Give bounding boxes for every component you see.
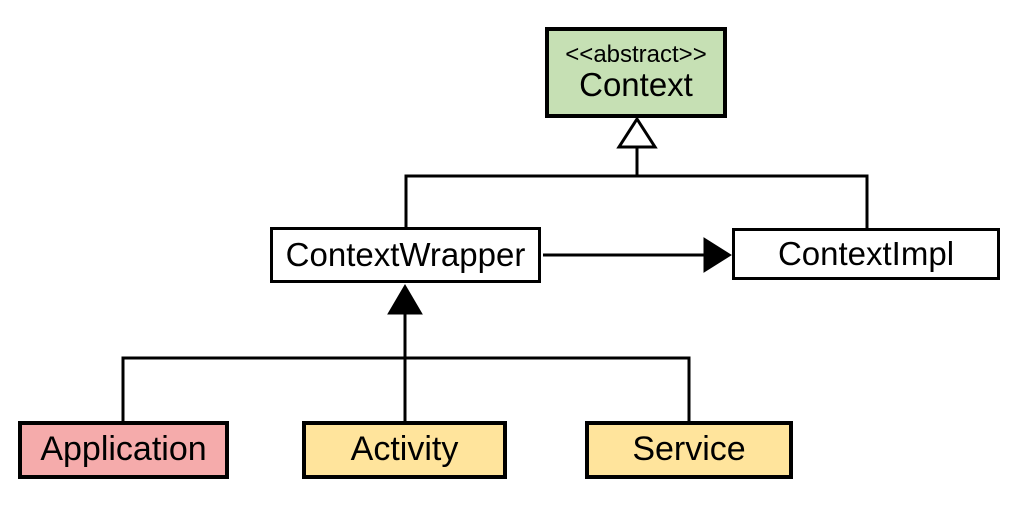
contextimpl-label: ContextImpl [777,234,955,272]
node-service: Service [585,421,793,479]
node-application: Application [18,421,229,479]
inheritance-bus-bottom [121,356,691,423]
node-activity: Activity [302,421,507,479]
hollow-triangle-arrowhead-icon [616,116,658,149]
service-label: Service [632,430,746,469]
activity-label: Activity [350,430,459,469]
generalization-bus-to-context [404,174,869,231]
node-contextimpl: ContextImpl [732,228,1000,280]
context-stereotype-label: <<abstract>> [565,41,707,69]
node-context: <<abstract>> Context [545,27,727,118]
filled-right-arrowhead-icon [703,237,732,273]
filled-up-arrowhead-icon [387,284,423,315]
application-label: Application [40,430,207,469]
context-label: Context [579,66,693,104]
contextwrapper-label: ContextWrapper [285,235,526,273]
node-contextwrapper: ContextWrapper [270,227,541,283]
